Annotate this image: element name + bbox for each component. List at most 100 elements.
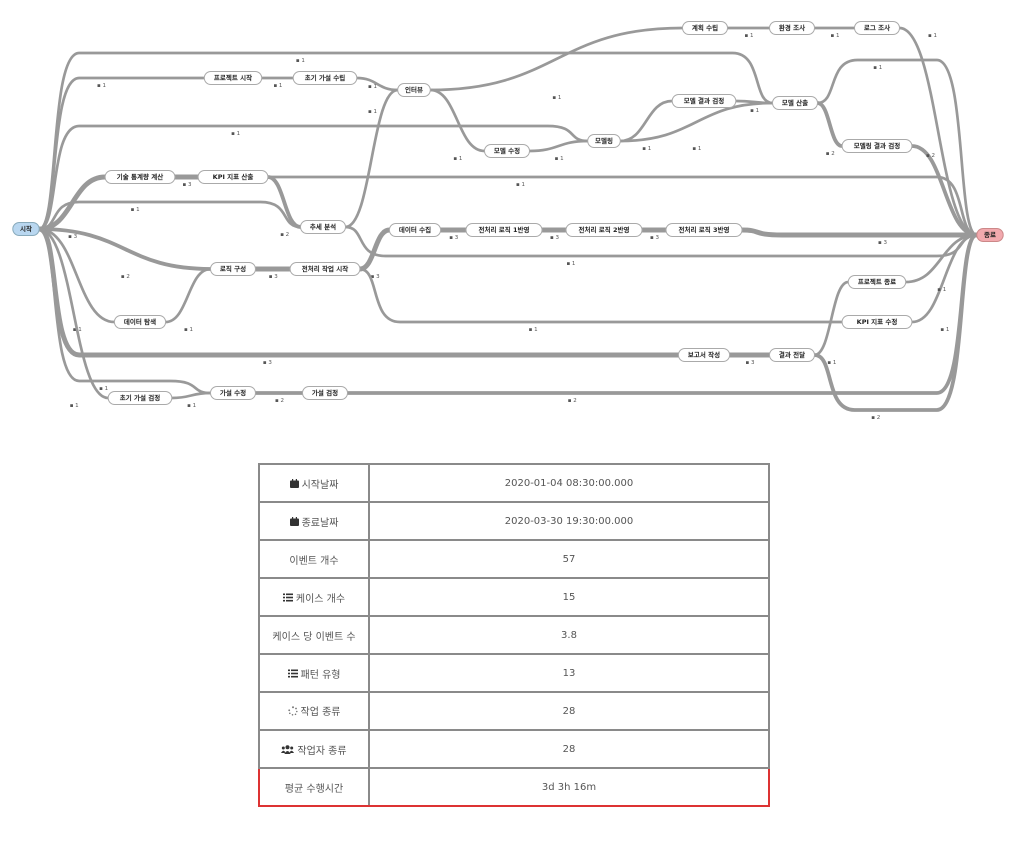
stats-label: 케이스 당 이벤트 수 — [272, 631, 356, 643]
node-n10[interactable]: 모델 수정 — [484, 144, 530, 158]
edge-count-label: ▪ 3 — [269, 274, 278, 280]
node-label: 환경 조사 — [779, 23, 805, 32]
edge-n14-n3[interactable] — [344, 88, 400, 229]
edge-count-label: ▪ 1 — [97, 83, 106, 89]
node-n15[interactable]: 데이터 수집 — [388, 223, 442, 237]
edge-n3-n10[interactable] — [428, 88, 486, 153]
node-n8[interactable]: 모델 산출 — [772, 96, 818, 110]
edge-n3-n4[interactable] — [428, 26, 684, 92]
node-n27[interactable]: 가설 검정 — [302, 386, 348, 400]
stats-label: 작업자 종류 — [297, 745, 347, 757]
edge-n2-n3[interactable] — [355, 76, 400, 92]
edge-count-label: ▪ 1 — [99, 386, 108, 392]
node-label: 모델 산출 — [782, 98, 808, 107]
stats-key: 케이스 당 이벤트 수 — [258, 615, 370, 655]
edge-n8-end[interactable] — [816, 58, 979, 237]
node-n1[interactable]: 프로젝트 시작 — [203, 71, 263, 85]
edge-n23-n19[interactable] — [164, 267, 212, 324]
node-n22[interactable]: KPI 지표 수정 — [841, 315, 913, 329]
node-n9[interactable]: 모델링 — [587, 134, 621, 148]
stats-label: 작업 종류 — [300, 707, 341, 719]
node-label: 추세 분석 — [310, 222, 336, 231]
edge-n18-end[interactable] — [739, 227, 980, 238]
node-label: 로그 조사 — [864, 23, 890, 32]
stats-value: 57 — [368, 539, 770, 579]
node-label: 보고서 작성 — [688, 350, 720, 359]
node-n7[interactable]: 모델 결과 검정 — [671, 94, 737, 108]
node-n16[interactable]: 전처리 로직 1반영 — [465, 223, 543, 237]
node-n11[interactable]: 모델링 결과 검정 — [841, 139, 913, 153]
stats-label: 이벤트 개수 — [289, 555, 339, 567]
stats-key: 작업자 종류 — [258, 729, 370, 769]
node-n25[interactable]: 결과 전달 — [769, 348, 815, 362]
node-n6[interactable]: 로그 조사 — [854, 21, 900, 35]
edge-count-label: ▪ 1 — [642, 146, 651, 152]
edge-count-label: ▪ 2 — [926, 153, 935, 159]
edge-count-label: ▪ 1 — [296, 58, 305, 64]
edge-count-label: ▪ 1 — [273, 83, 282, 89]
stats-key: 종료날짜 — [258, 501, 370, 541]
node-n17[interactable]: 전처리 로직 2반영 — [565, 223, 643, 237]
edge-n10-n9[interactable] — [528, 139, 590, 153]
edge-count-label: ▪ 1 — [231, 131, 240, 137]
edge-count-label: ▪ 2 — [121, 274, 130, 280]
edge-n28-n26[interactable] — [170, 391, 212, 400]
node-n3[interactable]: 인터뷰 — [397, 83, 431, 97]
node-n23[interactable]: 데이터 탐색 — [113, 315, 167, 329]
edge-count-label: ▪ 3 — [550, 235, 559, 241]
node-n20[interactable]: 전처리 작업 시작 — [289, 262, 361, 276]
node-n4[interactable]: 계획 수립 — [682, 21, 728, 35]
stats-label: 시작날짜 — [301, 479, 339, 491]
node-n13[interactable]: KPI 지표 산출 — [197, 170, 269, 184]
edge-count-label: ▪ 1 — [529, 327, 538, 333]
node-label: 모델 결과 검정 — [684, 96, 724, 105]
stats-key: 패턴 유형 — [258, 653, 370, 693]
edge-n9-n8[interactable] — [618, 101, 774, 143]
edge-count-label: ▪ 2 — [871, 415, 880, 421]
edge-n6-end[interactable] — [898, 26, 979, 237]
stats-key: 평균 수행시간 — [258, 767, 370, 807]
edge-start-n14[interactable] — [37, 200, 302, 231]
edge-start-n26[interactable] — [37, 227, 212, 395]
edge-n11-end[interactable] — [910, 144, 979, 237]
node-end[interactable]: 종료 — [976, 228, 1004, 242]
stats-label: 종료날짜 — [301, 517, 339, 529]
node-n14[interactable]: 추세 분석 — [300, 220, 346, 234]
edge-n25-n21[interactable] — [813, 280, 850, 357]
edge-start-n19[interactable] — [37, 227, 213, 271]
edge-n27-end[interactable] — [345, 233, 979, 395]
list-icon — [282, 593, 293, 605]
node-n24[interactable]: 보고서 작성 — [677, 348, 731, 362]
edge-start-n23[interactable] — [37, 227, 116, 324]
edge-start-n9[interactable] — [37, 124, 590, 231]
node-label: 전처리 로직 3반영 — [679, 225, 730, 234]
node-start[interactable]: 시작 — [12, 222, 40, 236]
node-n28[interactable]: 초기 가설 검정 — [107, 391, 173, 405]
edge-count-label: ▪ 1 — [131, 207, 140, 213]
node-n2[interactable]: 초기 가설 수립 — [292, 71, 358, 85]
edge-n13-n14[interactable] — [266, 175, 303, 229]
edge-n13-end[interactable] — [266, 175, 979, 237]
edge-count-label: ▪ 1 — [187, 403, 196, 409]
edge-n8-n11[interactable] — [815, 101, 844, 148]
edge-n21-end[interactable] — [904, 233, 979, 284]
node-n21[interactable]: 프로젝트 종료 — [847, 275, 907, 289]
edge-n20-n15[interactable] — [357, 227, 392, 272]
node-n26[interactable]: 가설 수정 — [210, 386, 256, 400]
node-n12[interactable]: 기술 통계량 계산 — [104, 170, 176, 184]
edge-start-n24[interactable] — [36, 226, 681, 358]
stats-value: 3.8 — [368, 615, 770, 655]
edge-n20-n22[interactable] — [358, 267, 844, 324]
edge-count-label: ▪ 1 — [928, 33, 937, 39]
list-icon — [287, 669, 298, 681]
edge-count-label: ▪ 2 — [275, 398, 284, 404]
edge-n22-end[interactable] — [910, 233, 979, 324]
node-n18[interactable]: 전처리 로직 3반영 — [665, 223, 743, 237]
edge-start-n1[interactable] — [37, 76, 206, 231]
node-n19[interactable]: 로직 구성 — [210, 262, 256, 276]
edge-start-n28[interactable] — [37, 227, 110, 400]
node-n5[interactable]: 환경 조사 — [769, 21, 815, 35]
